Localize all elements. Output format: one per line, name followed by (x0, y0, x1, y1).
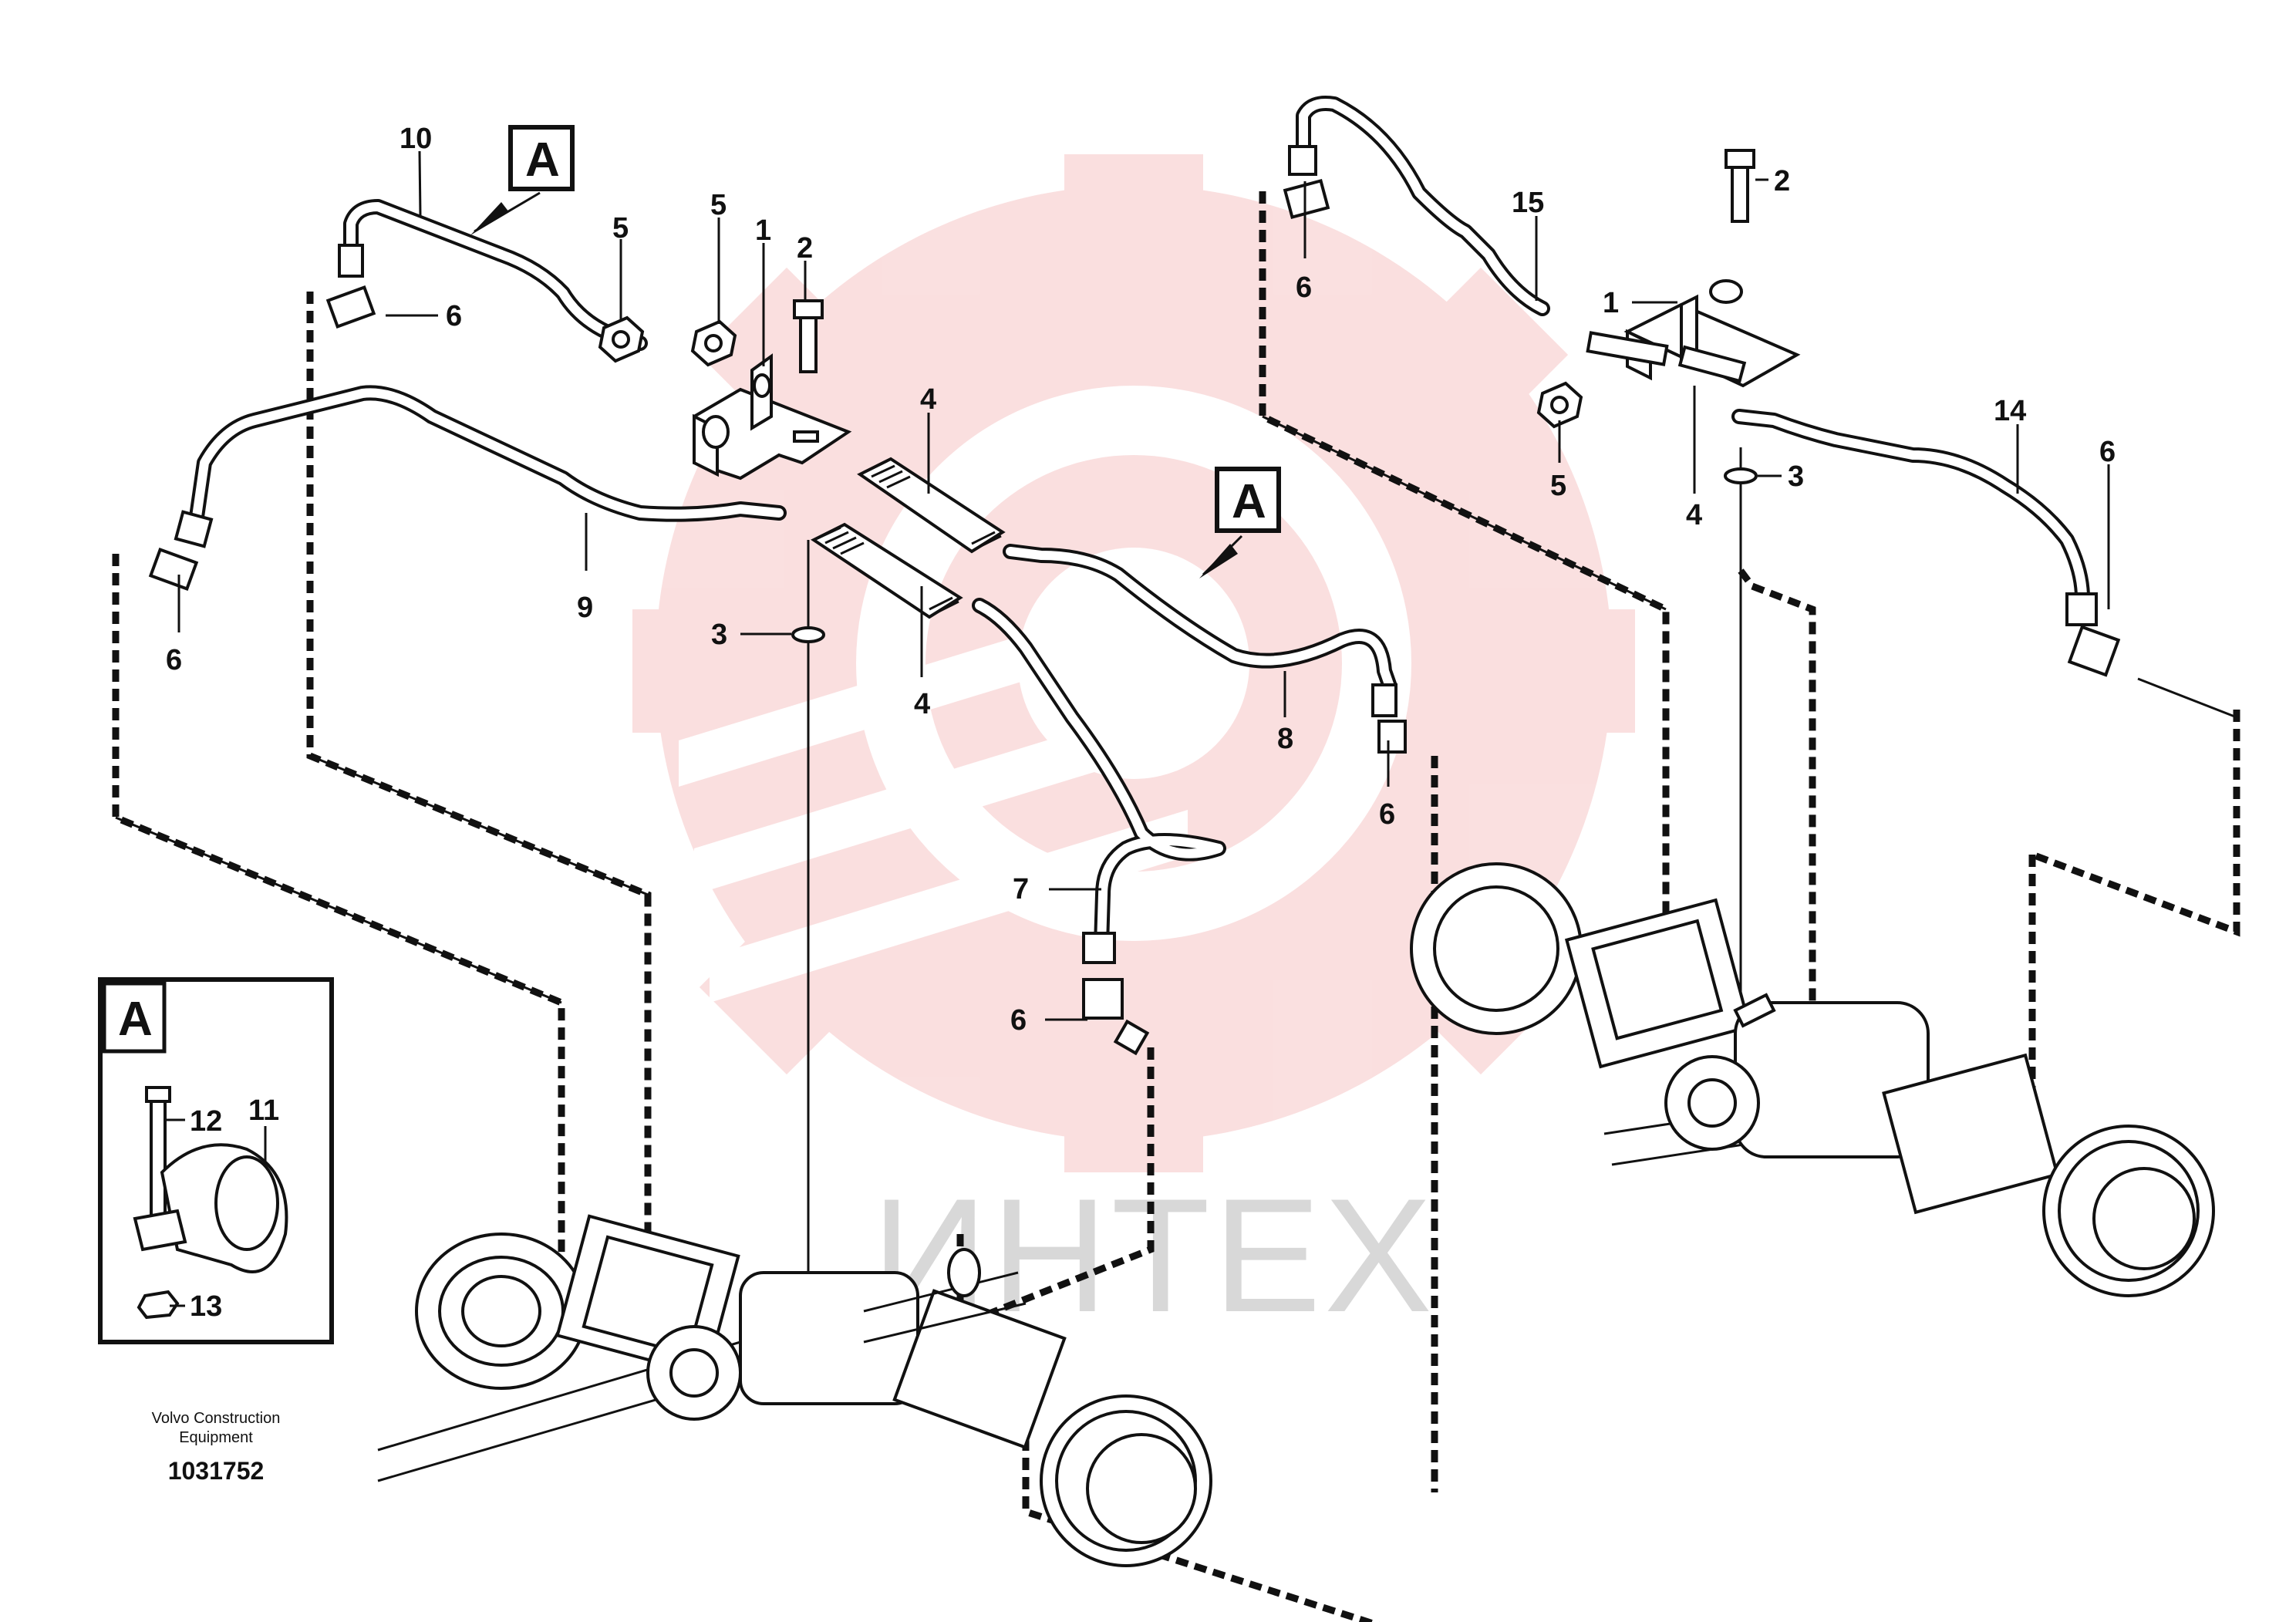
inset-clamp-11 (133, 1143, 288, 1273)
fitting-6-center (1371, 683, 1407, 754)
detail-a-inset (98, 977, 334, 1344)
pipe-10 (343, 199, 648, 351)
callout-5-right: 5 (1550, 470, 1566, 502)
callout-13: 13 (190, 1290, 222, 1323)
footer: Volvo Construction Equipment 1031752 (152, 1410, 281, 1485)
callout-4-lower: 4 (914, 688, 930, 720)
callout-7: 7 (1013, 873, 1029, 905)
pipe-8 (1003, 544, 1397, 694)
callout-8: 8 (1277, 723, 1293, 755)
detail-ref-a-inset: A (118, 993, 153, 1046)
callout-6-lower: 6 (1010, 1004, 1027, 1037)
bolt-2-right (1725, 149, 1755, 223)
svg-text:A: A (525, 133, 560, 187)
callout-14: 14 (1994, 395, 2026, 427)
inset-nut-13 (137, 1290, 180, 1320)
hose-4-lower (811, 522, 963, 619)
pipe-14 (1731, 409, 2090, 605)
callout-3-left: 3 (711, 619, 727, 651)
bracket-1-left (693, 353, 852, 481)
brand-line-1: Volvo Construction (152, 1410, 281, 1427)
front-axle-assembly (377, 1214, 1212, 1567)
fitting-6-left-side (148, 510, 214, 592)
callout-1-right: 1 (1603, 287, 1619, 319)
fitting-6-lower (1082, 932, 1150, 1056)
nut-5-right (1536, 381, 1583, 429)
rear-axle-assembly (1410, 862, 2215, 1297)
callout-4-upper: 4 (920, 383, 936, 416)
callout-15: 15 (1512, 187, 1544, 219)
callout-5-b: 5 (710, 189, 727, 221)
watermark-logo (632, 154, 1635, 1172)
right-dashed-guides (1259, 191, 2240, 1118)
callout-3-right: 3 (1788, 460, 1804, 493)
callout-10: 10 (400, 123, 432, 155)
detail-ref-a-middle: A (1199, 467, 1281, 578)
bracket-1-right (1586, 279, 1801, 388)
callout-12: 12 (190, 1105, 222, 1138)
drawing-number: 1031752 (168, 1457, 265, 1485)
fitting-6-right-top (1283, 145, 1330, 220)
brand-line-2: Equipment (179, 1429, 253, 1446)
callout-1-left: 1 (755, 214, 771, 247)
callout-4-right: 4 (1686, 499, 1702, 531)
callout-6-right-top: 6 (1296, 271, 1312, 304)
callout-6-left-side: 6 (166, 644, 182, 676)
inset-bolt-12 (145, 1086, 171, 1219)
detail-ref-a-top: A (470, 125, 575, 235)
callout-6-right-side: 6 (2099, 436, 2116, 468)
hose-4-upper (857, 457, 1006, 554)
pipe-9 (189, 385, 787, 524)
pipe-15 (1296, 96, 1550, 316)
callout-6-center: 6 (1379, 798, 1395, 831)
svg-text:A: A (1232, 475, 1266, 528)
callout-6-top-left: 6 (446, 300, 462, 332)
bolt-2-left (793, 299, 824, 373)
pipe-7 (972, 598, 1226, 953)
washer-3-right (1724, 467, 1758, 484)
nut-5-left-a (598, 315, 645, 363)
washer-3-left (791, 626, 825, 643)
fitting-6-left-top (325, 244, 376, 329)
callouts: 10 6 5 5 1 2 4 4 3 9 6 8 6 7 6 15 2 6 1 … (166, 123, 2116, 1323)
callout-9: 9 (577, 592, 593, 624)
callout-5-a: 5 (612, 212, 629, 244)
leader-lines (165, 150, 2110, 1307)
callout-2-left: 2 (797, 232, 813, 265)
callout-11: 11 (248, 1094, 279, 1127)
callout-2-right: 2 (1774, 165, 1790, 197)
fitting-6-right-side (2065, 592, 2121, 677)
